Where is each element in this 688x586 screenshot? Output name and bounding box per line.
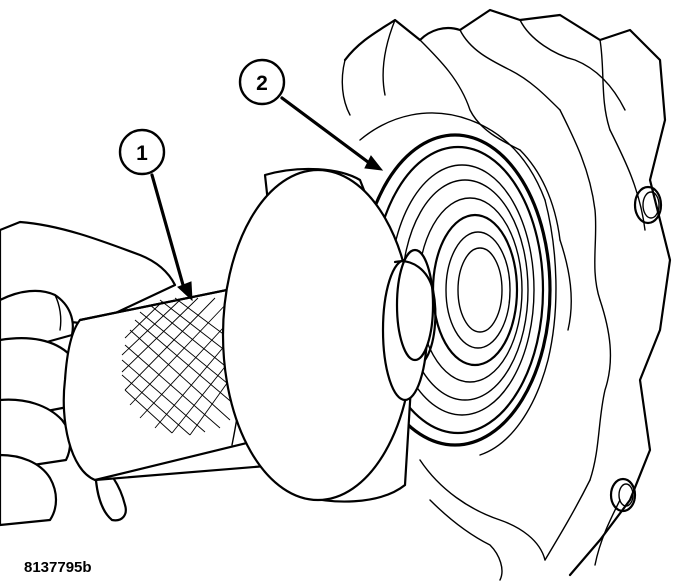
figure-id: 8137795b [24,559,92,576]
housing [341,8,672,581]
knurled-grip [121,297,241,436]
callout-2-label: 2 [256,72,268,95]
installer-tool-disc [221,167,437,503]
callout-leaders [150,96,384,302]
hand [0,220,177,527]
callout-1-label: 1 [136,142,148,165]
callout-1: 1 [118,128,166,176]
callout-2: 2 [238,58,286,106]
